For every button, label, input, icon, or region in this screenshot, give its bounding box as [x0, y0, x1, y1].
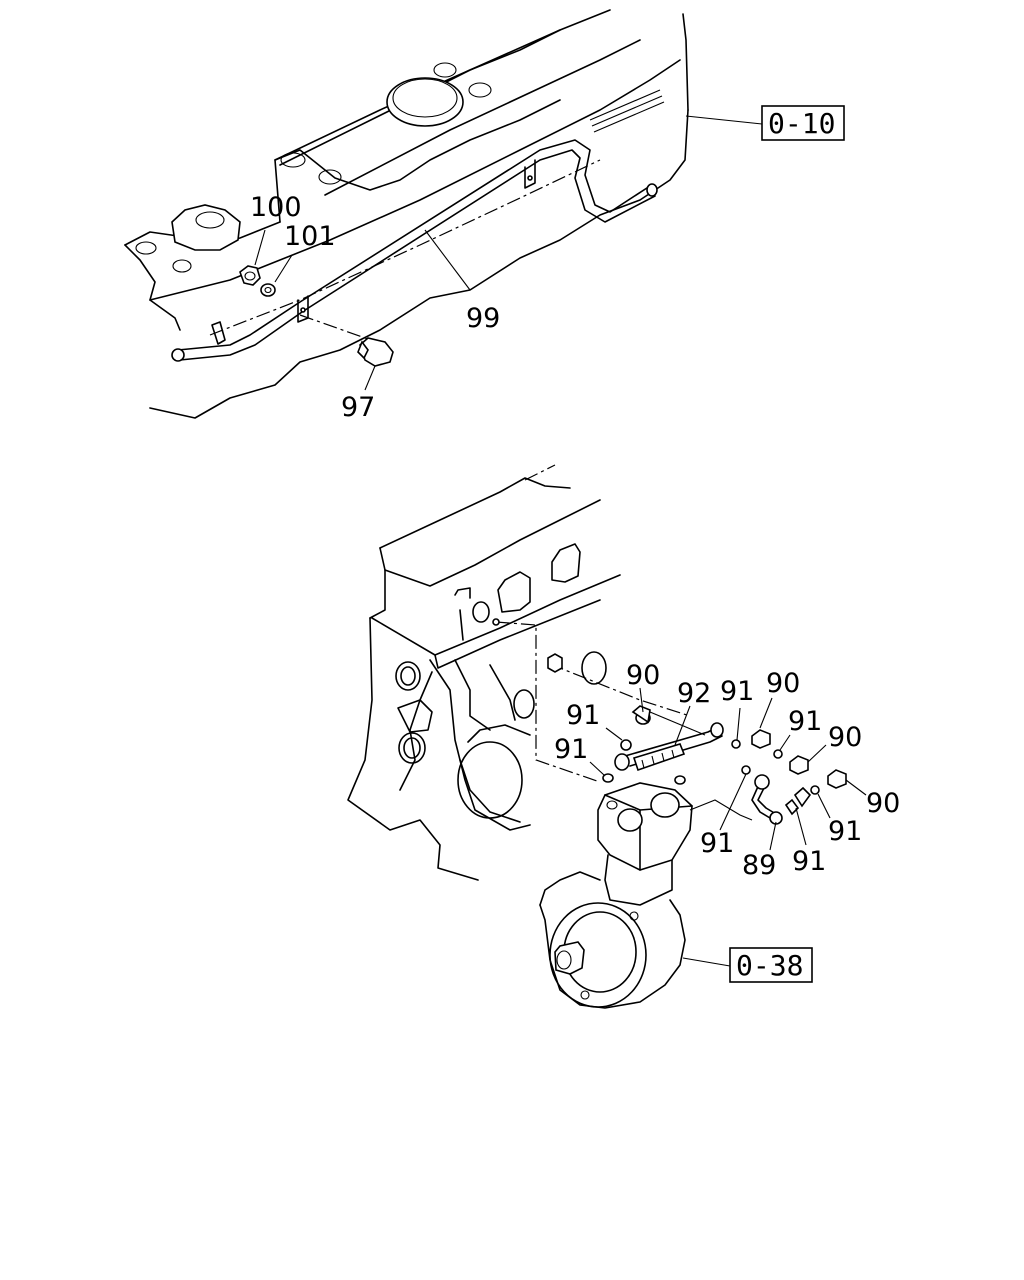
callout-100: 100	[250, 192, 302, 223]
callout-90-c: 90	[828, 722, 862, 753]
engine-block-drawing	[347, 464, 691, 881]
reference-label-0-10: 0-10	[768, 107, 835, 140]
callout-91-b: 91	[720, 676, 754, 707]
reference-box-0-10: 0-10	[685, 105, 845, 141]
fasteners-top	[239, 229, 394, 391]
compressor-piping	[547, 653, 867, 851]
callout-91-f: 91	[700, 828, 734, 859]
callout-90-d: 90	[866, 788, 900, 819]
callout-92: 92	[677, 678, 711, 709]
callout-101: 101	[284, 221, 336, 252]
callout-90-b: 90	[766, 668, 800, 699]
air-compressor-drawing	[539, 782, 693, 1009]
reference-label-0-38: 0-38	[736, 949, 803, 982]
breather-pipe	[171, 139, 658, 362]
callout-91-d: 91	[788, 706, 822, 737]
callout-91-c: 91	[554, 734, 588, 765]
callout-99: 99	[466, 303, 500, 334]
callout-90-a: 90	[626, 660, 660, 691]
callout-91-e: 91	[828, 816, 862, 847]
callout-91-g: 91	[792, 846, 826, 877]
callout-97: 97	[341, 392, 375, 423]
callout-89: 89	[742, 850, 776, 881]
reference-box-0-38: 0-38	[682, 947, 813, 983]
callout-91-a: 91	[566, 700, 600, 731]
rocker-cover-drawing	[124, 9, 689, 419]
